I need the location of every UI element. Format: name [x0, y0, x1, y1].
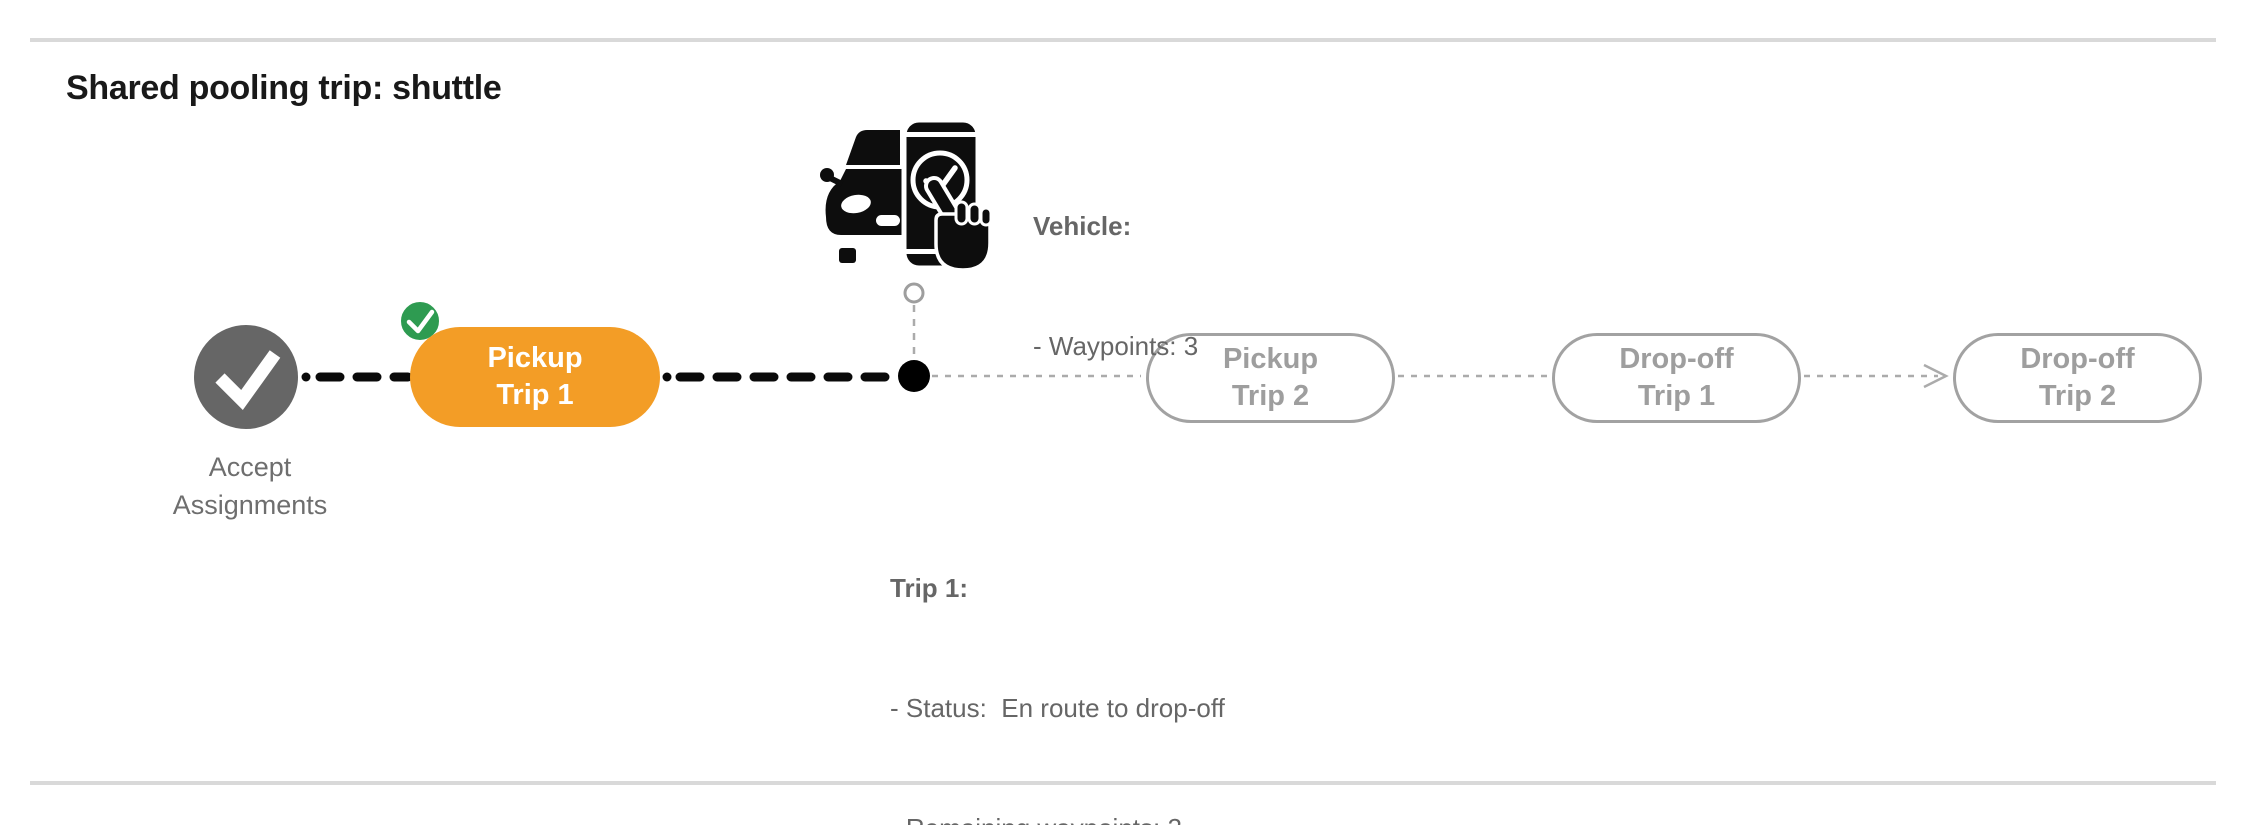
- hand-tap-icon: [924, 176, 993, 272]
- trip1-status-line: - Status: En route to drop-off: [890, 693, 1225, 723]
- node-pickup-trip-2: Pickup Trip 2: [1146, 333, 1395, 423]
- node-label-line: Trip 1: [496, 379, 574, 411]
- check-icon: [215, 350, 281, 411]
- node-label-line: Pickup: [487, 342, 583, 374]
- vehicle-info-line: - Waypoints: 3: [1033, 331, 1199, 361]
- node-label-accept-assignments: Accept Assignments: [172, 452, 328, 520]
- trip1-status-line: - Remaining waypoints: 2: [890, 808, 1225, 825]
- current-position-dot: [898, 360, 930, 392]
- vehicle-info: Vehicle: - Waypoints: 3: [1033, 126, 1198, 446]
- node-label-line: Pickup: [1222, 343, 1319, 375]
- node-label-line: Trip 2: [1231, 380, 1310, 412]
- connector-dot: [662, 372, 672, 382]
- node-label-line: Drop-off: [1619, 343, 1734, 375]
- taxi-icon: [820, 130, 902, 263]
- taxi-with-phone-check-icon: [820, 117, 993, 272]
- page-title: Shared pooling trip: shuttle: [66, 69, 502, 107]
- vehicle-info-title: Vehicle:: [1033, 211, 1132, 241]
- trip-status: Trip 1: - Status: En route to drop-off -…: [890, 488, 1225, 825]
- node-label-line: Drop-off: [2020, 343, 2135, 375]
- leader-anchor-circle: [903, 282, 925, 304]
- connector-dot: [301, 372, 311, 382]
- node-accept-assignments: [194, 325, 298, 429]
- node-label-line: Trip 2: [2038, 380, 2117, 412]
- trip1-status-title: Trip 1:: [890, 573, 969, 603]
- node-dropoff-trip-1: Drop-off Trip 1: [1552, 333, 1801, 423]
- node-label-line: Trip 1: [1637, 380, 1716, 412]
- top-divider: [30, 38, 2216, 42]
- arrowhead-icon: [1923, 363, 1949, 389]
- completed-node-circle: [194, 325, 298, 429]
- bottom-divider: [30, 781, 2216, 785]
- check-badge-icon: [397, 298, 443, 344]
- node-dropoff-trip-2: Drop-off Trip 2: [1953, 333, 2202, 423]
- node-pickup-trip-1: Pickup Trip 1: [410, 327, 660, 427]
